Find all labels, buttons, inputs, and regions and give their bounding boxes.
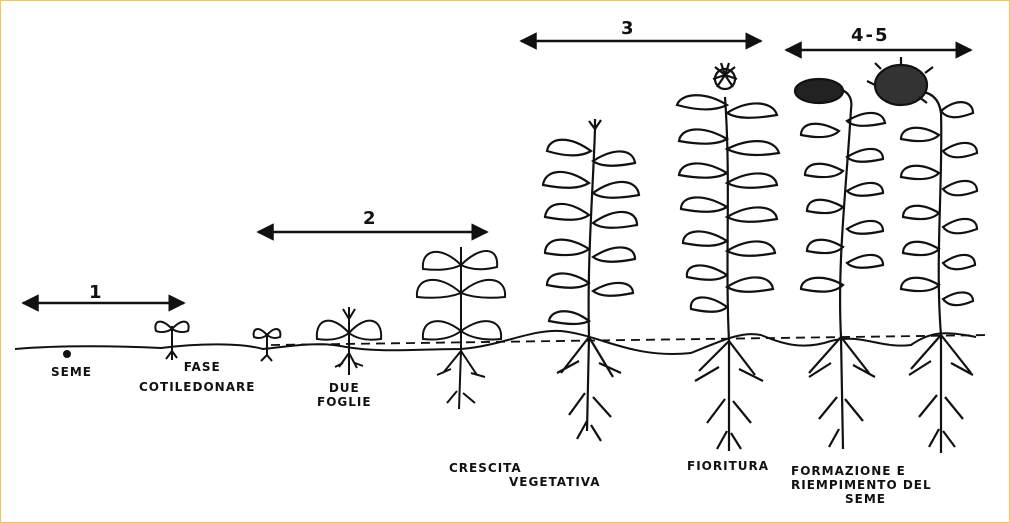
phase-1-number: 1 xyxy=(89,282,104,303)
ground-line xyxy=(15,331,976,354)
stage-label-fioritura: FIORITURA xyxy=(687,459,769,473)
juvenile-plant xyxy=(417,247,505,409)
flowering-plant xyxy=(677,63,779,451)
vegetative-plant xyxy=(543,119,639,441)
phase-3-number: 3 xyxy=(621,18,636,39)
stage-label-formazione-riempimento: FORMAZIONE E RIEMPIMENTO DEL SEME xyxy=(791,464,932,506)
stage-label-due-foglie: DUE FOGLIE xyxy=(317,381,372,409)
two-leaf-plant xyxy=(317,307,381,375)
stage-label-crescita-vegetativa: CRESCITA VEGETATIVA xyxy=(449,461,601,489)
seed-filling-plant-1 xyxy=(795,79,885,449)
phase-2-number: 2 xyxy=(363,208,378,229)
phase-4-5-number: 4-5 xyxy=(851,25,890,46)
seed-dot xyxy=(63,350,71,358)
cotyledon-seedling xyxy=(155,322,188,360)
stage-label-seme: SEME xyxy=(51,365,92,379)
stage-label-fase-cotiledonare: FASE COTILEDONARE xyxy=(139,360,255,394)
seed-filling-plant-2 xyxy=(867,57,977,453)
